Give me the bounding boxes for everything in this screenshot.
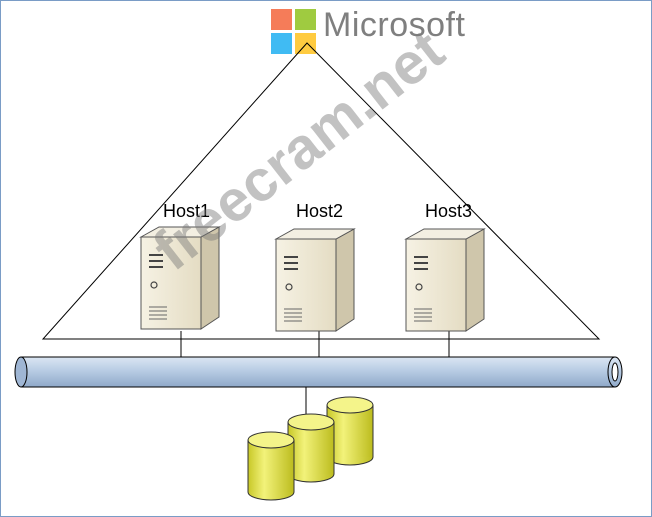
network-bus-pipe xyxy=(14,356,623,388)
host1-server-icon xyxy=(140,226,220,330)
storage-disk-2-icon xyxy=(287,413,335,483)
host2-label: Host2 xyxy=(296,201,344,221)
storage-disk-1-icon xyxy=(247,431,295,501)
microsoft-logo-icon xyxy=(271,9,316,54)
host3-label: Host3 xyxy=(425,201,473,221)
cluster-boundary-triangle xyxy=(41,42,601,340)
microsoft-logo-text: Microsoft xyxy=(323,6,466,44)
host3-server-icon xyxy=(405,228,485,332)
host1-label: Host1 xyxy=(163,201,211,221)
host2-server-icon xyxy=(275,228,355,332)
